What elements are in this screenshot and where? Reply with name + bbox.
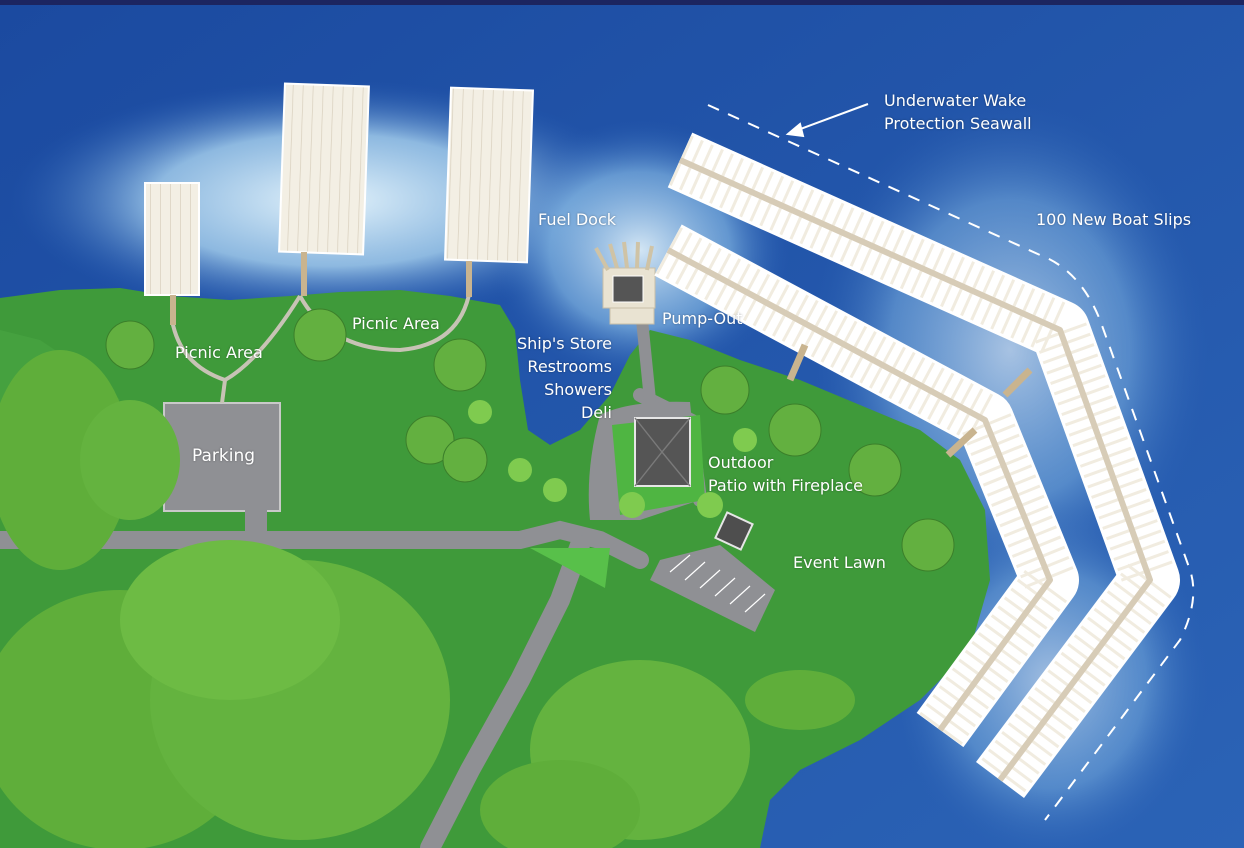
docks [144, 82, 535, 325]
label-seawall-line1: Underwater Wake [884, 91, 1027, 110]
label-deli: Deli [580, 403, 612, 422]
fuel-dock-pier [594, 241, 656, 325]
label-patio-line1: Outdoor [708, 453, 774, 472]
dock-gangways [786, 343, 1033, 458]
lower-parking-lot [650, 545, 775, 632]
label-restrooms: Restrooms [527, 357, 612, 376]
palm-trees [468, 400, 757, 518]
label-event-lawn: Event Lawn [793, 553, 886, 572]
trees [105, 308, 955, 572]
tree-canopy [0, 350, 855, 848]
label-outdoor-patio: Outdoor Patio with Fireplace [708, 451, 863, 497]
new-boat-slips [654, 132, 1180, 798]
label-new-boat-slips: 100 New Boat Slips [1036, 210, 1192, 229]
label-patio-line2: Patio with Fireplace [708, 476, 863, 495]
label-ships-store-group: Ship's Store Restrooms Showers Deli [500, 332, 612, 424]
parking-lot [163, 402, 281, 512]
label-showers: Showers [544, 380, 612, 399]
label-pump-out: Pump-Out [662, 309, 743, 328]
seawall [707, 104, 1195, 821]
label-seawall: Underwater Wake Protection Seawall [884, 89, 1032, 135]
arrow-icon [785, 103, 869, 138]
label-picnic-area-west: Picnic Area [175, 343, 263, 362]
label-fuel-dock: Fuel Dock [538, 210, 617, 229]
label-seawall-line2: Protection Seawall [884, 114, 1032, 133]
label-picnic-area-east: Picnic Area [352, 314, 440, 333]
label-ships-store: Ship's Store [516, 334, 612, 353]
building-icon [634, 417, 754, 551]
label-parking: Parking [192, 446, 256, 466]
